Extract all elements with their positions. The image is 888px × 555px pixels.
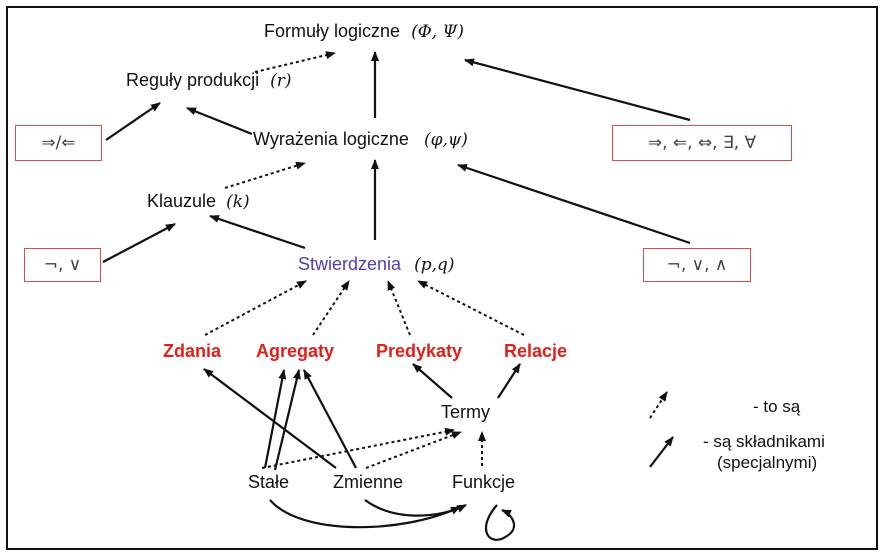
node-formuly-name: Formuły logiczne	[264, 21, 401, 41]
node-stale: Stałe	[248, 472, 290, 492]
edge-wyrazenia-reguly	[186, 106, 253, 136]
edge-zmienne-termy	[365, 431, 462, 469]
node-stwierdzenia-symbol: (p,q)	[414, 255, 455, 275]
edge-termy-relacje	[497, 363, 521, 399]
node-stwierdzenia: Stwierdzenia (p,q)	[298, 253, 455, 276]
node-wyrazenia-name: Wyrażenia logiczne	[253, 129, 409, 149]
edge-zdania-stwierdzenia	[204, 280, 307, 336]
node-zmienne: Zmienne	[333, 472, 404, 492]
box-operators-quantifiers: ⇒, ⇐, ⇔, ∃, ∀	[612, 125, 792, 161]
box-neg-or-and: ¬, ∨, ∧	[643, 248, 751, 282]
edge-termy-predykaty	[412, 363, 453, 399]
edge-agregaty-stwierdzenia	[312, 280, 350, 336]
legend-solid-arrow	[649, 436, 674, 468]
node-klauzule: Klauzule (k)	[147, 190, 250, 213]
box-implications: ⇒/⇐	[15, 125, 102, 161]
node-termy: Termy	[441, 402, 490, 422]
box-neg-or: ¬, ∨	[24, 248, 101, 282]
node-klauzule-name: Klauzule	[147, 191, 217, 211]
edge-stale-agregaty-1	[263, 369, 287, 469]
edge-stale-agregaty-2	[273, 369, 301, 471]
node-funkcje: Funkcje	[452, 472, 516, 492]
edge-box-negor-klauzule	[102, 223, 176, 263]
diagram-frame	[6, 6, 878, 550]
node-relacje: Relacje	[504, 341, 568, 361]
legend-solid-label-2: (specjalnymi)	[717, 453, 818, 472]
edge-klauzule-wyrazenia	[224, 161, 306, 189]
edge-zmienne-agregaty	[303, 369, 357, 469]
node-reguly: Reguły produkcji (r)	[126, 69, 292, 92]
node-agregaty: Agregaty	[256, 341, 335, 361]
edge-zmienne-funkcje-curve	[364, 499, 467, 517]
node-predykaty: Predykaty	[376, 341, 463, 361]
edge-box-impl-reguly	[105, 102, 161, 141]
node-stwierdzenia-name: Stwierdzenia	[298, 254, 402, 274]
node-formuly-symbol: (Φ, Ψ)	[411, 22, 464, 42]
edge-reguly-formuly	[254, 51, 336, 73]
edge-zmienne-zdania	[203, 368, 337, 469]
edge-box-ops-formuly	[464, 58, 691, 122]
node-klauzule-symbol: (k)	[226, 192, 250, 212]
edge-stale-funkcje-curve	[269, 499, 461, 529]
edge-stale-termy	[261, 427, 455, 469]
edge-relacje-stwierdzenia	[417, 280, 525, 336]
node-zdania: Zdania	[163, 341, 222, 361]
edge-predykaty-stwierdzenia	[387, 280, 411, 336]
node-wyrazenia: Wyrażenia logiczne (φ,ψ)	[253, 128, 468, 151]
edge-funkcje-self-loop	[484, 504, 516, 541]
node-formuly: Formuły logiczne (Φ, Ψ)	[264, 20, 464, 43]
edge-stwierdzenia-klauzule	[209, 214, 306, 250]
legend-dotted-arrow	[649, 391, 668, 419]
legend-solid-label-1: - są składnikami	[703, 432, 825, 451]
node-reguly-name: Reguły produkcji	[126, 70, 260, 90]
edge-box-negorand-wyrazenia	[457, 163, 691, 245]
node-reguly-symbol: (r)	[270, 71, 292, 91]
node-wyrazenia-symbol: (φ,ψ)	[423, 130, 468, 150]
legend-dotted-label: - to są	[753, 397, 801, 416]
